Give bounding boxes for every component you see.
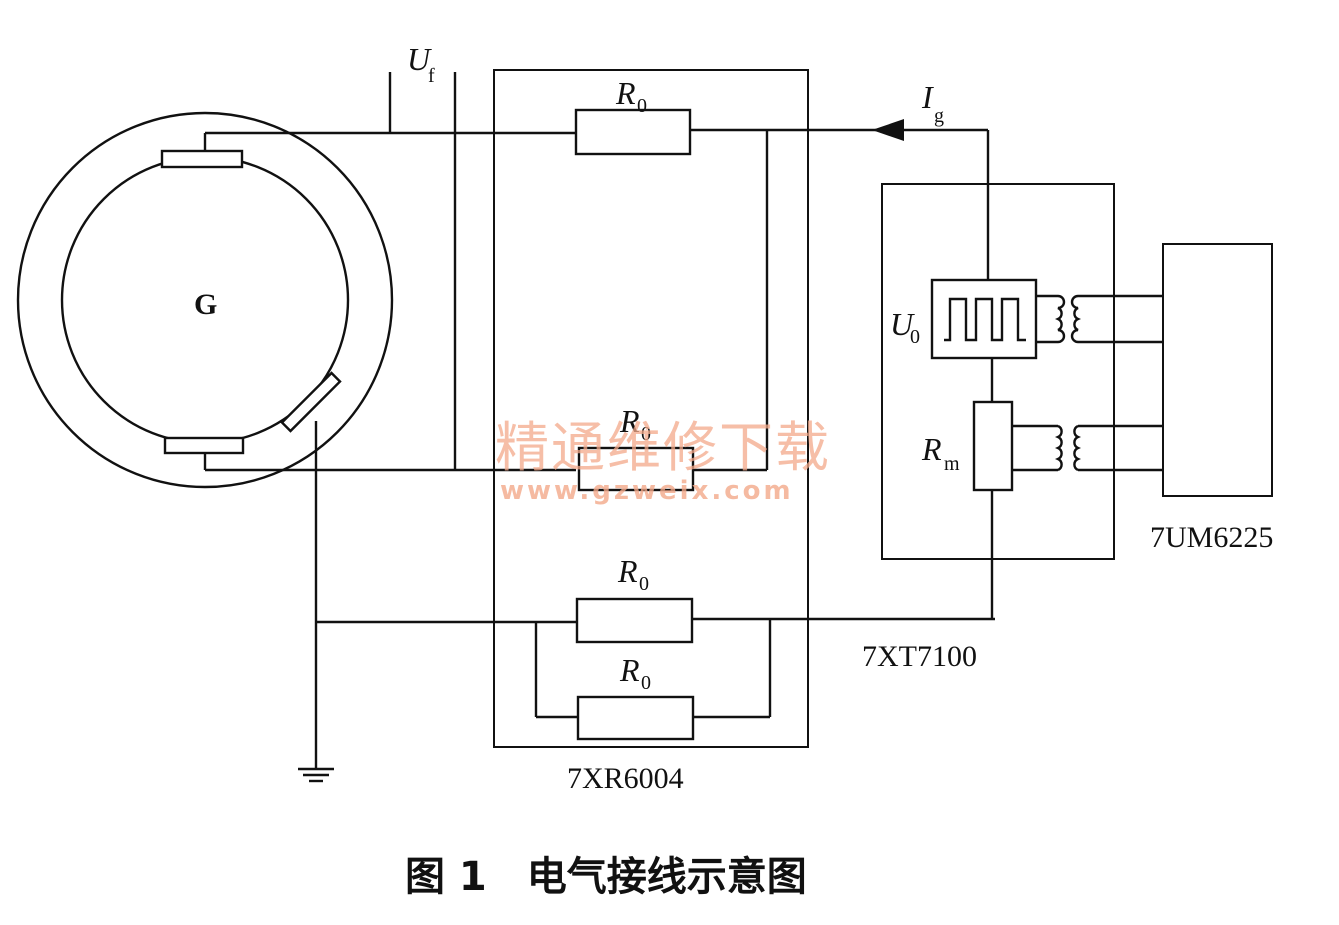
figure-caption: 图 1 电气接线示意图 — [405, 854, 807, 900]
injection-unit-7xt7100: U 0 R m — [881, 130, 1163, 619]
resistor-r0-bottom — [576, 695, 695, 741]
resistor-r0-middle — [577, 446, 695, 492]
uf-label: U f — [407, 41, 435, 87]
resistor-r0-lower — [575, 597, 694, 644]
svg-text:R: R — [617, 553, 638, 589]
relay-enclosure — [1162, 243, 1273, 497]
svg-text:R: R — [921, 431, 942, 467]
generator-grounding-brush — [280, 371, 342, 433]
transformer-2 — [1012, 424, 1163, 472]
resistor-unit-7xr6004: R 0 R 0 R 0 R 0 — [493, 69, 995, 748]
square-wave-icon — [944, 297, 1026, 342]
svg-text:f: f — [428, 65, 435, 87]
svg-text:U: U — [890, 306, 915, 342]
generator-label: G — [194, 288, 217, 321]
svg-text:0: 0 — [641, 672, 651, 694]
transformer-1 — [1036, 294, 1163, 344]
field-wiring — [205, 72, 576, 769]
svg-text:g: g — [934, 105, 944, 127]
watermark-title: 精通维修下载 — [495, 416, 831, 479]
ground-symbol — [298, 767, 334, 783]
resistor-r0-top — [574, 108, 692, 156]
generator-slip-ring-brush-bottom — [163, 436, 245, 455]
svg-text:0: 0 — [639, 573, 649, 595]
svg-text:0: 0 — [910, 326, 920, 348]
generator-slip-ring-brush-top — [160, 149, 244, 169]
ig-current-arrow: I g — [872, 79, 944, 141]
svg-text:R: R — [619, 403, 640, 439]
label-7um6225: 7UM6225 — [1150, 521, 1273, 554]
label-7xt7100: 7XT7100 — [862, 640, 977, 673]
generator: G — [16, 111, 394, 489]
svg-text:m: m — [944, 453, 960, 475]
label-7xr6004: 7XR6004 — [567, 762, 684, 795]
svg-text:I: I — [921, 79, 934, 115]
svg-text:U: U — [407, 41, 432, 77]
generator-stator-ring — [16, 111, 394, 489]
watermark-url: www.gzweix.com — [500, 476, 794, 506]
injection-unit-enclosure — [881, 183, 1115, 560]
resistor-unit-enclosure — [493, 69, 809, 748]
svg-text:0: 0 — [641, 423, 651, 445]
svg-text:R: R — [619, 652, 640, 688]
measuring-resistor-rm — [972, 400, 1014, 492]
square-wave-source-u0 — [930, 278, 1038, 360]
relay-7um6225 — [1162, 243, 1273, 497]
svg-text:0: 0 — [637, 95, 647, 117]
svg-text:R: R — [615, 75, 636, 111]
